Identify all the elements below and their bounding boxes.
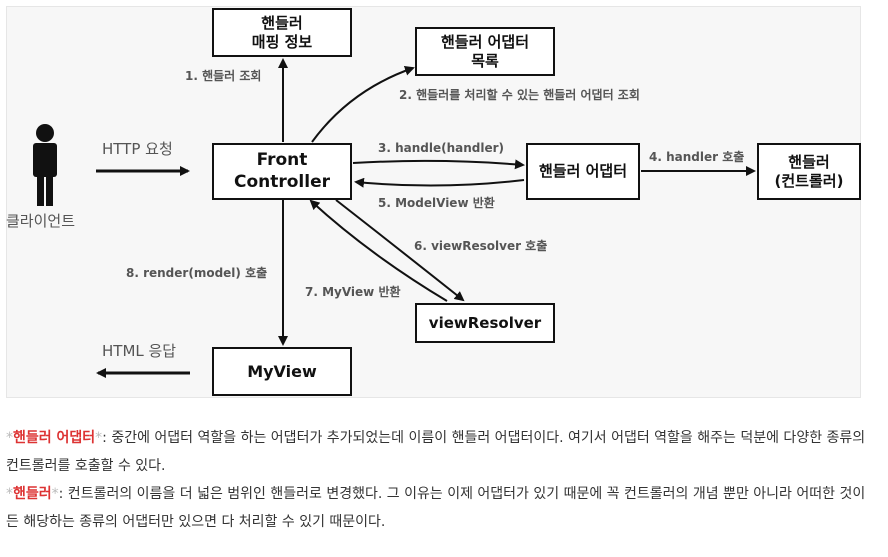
note-term: 핸들러 [13, 486, 52, 502]
arrow-step-3 [352, 159, 525, 170]
note-text: : 컨트롤러의 이름을 더 넓은 범위인 핸들러로 변경했다. 그 이유는 이제… [6, 486, 866, 530]
step-2-label: 2. 핸들러를 처리할 수 있는 핸들러 어댑터 조회 [399, 88, 640, 102]
handler-box: 핸들러 (컨트롤러) [757, 143, 861, 200]
asterisk: * [95, 430, 103, 446]
step-3-label: 3. handle(handler) [378, 141, 505, 155]
asterisk: * [6, 430, 13, 446]
step-6-label: 6. viewResolver 호출 [414, 239, 548, 253]
note-handler: *핸들러*: 컨트롤러의 이름을 더 넓은 범위인 핸들러로 변경했다. 그 이… [6, 480, 876, 536]
asterisk: * [51, 486, 59, 502]
note-handler-adapter: *핸들러 어댑터*: 중간에 어댑터 역할을 하는 어댑터가 추가되었는데 이름… [6, 424, 876, 480]
note-text: : 중간에 어댑터 역할을 하는 어댑터가 추가되었는데 이름이 핸들러 어댑터… [6, 430, 866, 474]
asterisk: * [6, 486, 13, 502]
step-1-label: 1. 핸들러 조회 [185, 69, 262, 83]
http-response-label: HTML 응답 [102, 342, 177, 360]
notes-section: *핸들러 어댑터*: 중간에 어댑터 역할을 하는 어댑터가 추가되었는데 이름… [6, 424, 876, 536]
step-5-label: 5. ModelView 반환 [378, 196, 495, 210]
handler-mapping-info-box: 핸들러 매핑 정보 [212, 8, 352, 57]
client-label: 클라이언트 [6, 212, 76, 230]
step-8-label: 8. render(model) 호출 [126, 266, 268, 280]
handler-adapter-box: 핸들러 어댑터 [526, 143, 640, 200]
arrow-step-5 [354, 177, 525, 188]
handler-adapter-list-box: 핸들러 어댑터 목록 [415, 27, 555, 76]
arrow-step-7 [309, 199, 448, 302]
note-term: 핸들러 어댑터 [13, 430, 96, 446]
person-icon [33, 124, 57, 206]
view-resolver-box: viewResolver [415, 303, 555, 343]
arrow-step-2 [311, 65, 415, 143]
arrow-step-6 [335, 199, 465, 302]
front-controller-box: Front Controller [212, 143, 352, 200]
http-request-label: HTTP 요청 [102, 140, 173, 158]
step-7-label: 7. MyView 반환 [305, 285, 401, 299]
my-view-box: MyView [212, 347, 352, 396]
step-4-label: 4. handler 호출 [649, 150, 745, 164]
